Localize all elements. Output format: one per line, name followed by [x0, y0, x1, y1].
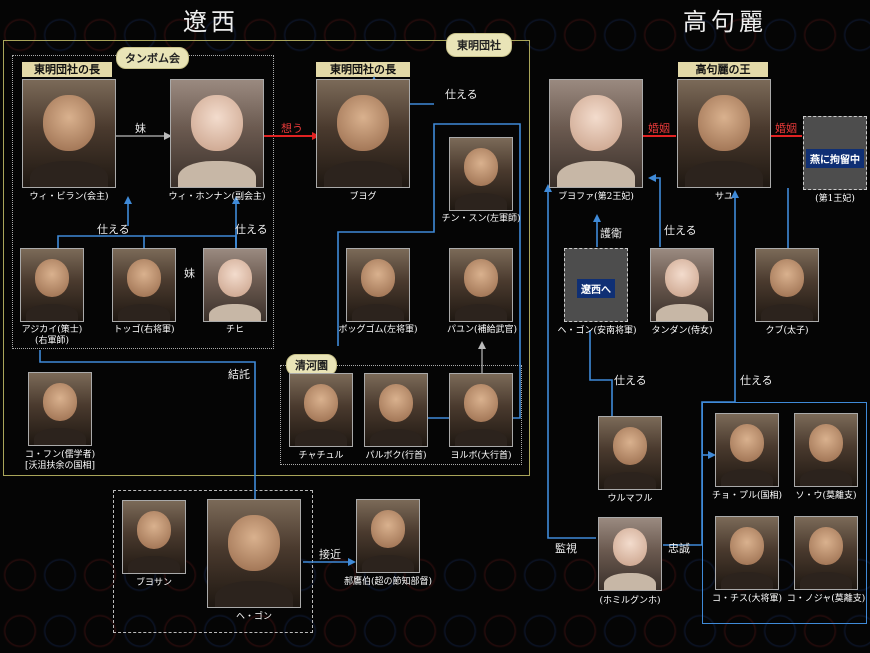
portrait-sou	[794, 413, 858, 487]
detained-label: 燕に拘留中	[806, 149, 864, 168]
caption-kakuyoha: 郝鷹伯(超の節知部督)	[343, 577, 433, 587]
relation-tsukaeru-2: 仕える	[235, 223, 268, 236]
region-title-right: 高句麗	[683, 8, 767, 36]
caption-ajikai: アジカイ(策士)	[21, 325, 83, 335]
portrait-buyofa	[549, 79, 643, 188]
caption-chihi: チヒ	[225, 325, 244, 335]
caption-toggo: トッゴ(右将軍)	[113, 325, 175, 335]
caption-konoja: コ・ノジャ(莫離支)	[786, 594, 866, 604]
caption-urumafuru: ウルマフル	[607, 494, 653, 504]
caption-buyofa: ブヨファ(第2王妃)	[558, 192, 634, 202]
caption-chachuru: チャチュル	[298, 451, 344, 461]
caption-buyogu: ブヨグ	[349, 192, 377, 202]
caption-kochisu: コ・チス(大将軍)	[711, 594, 783, 604]
caption-hegon: ヘ・ゴン	[235, 612, 272, 622]
portrait-tandan	[650, 248, 714, 322]
to-ryosei-label: 遼西へ	[577, 279, 615, 298]
relation-tsukaeru-5: 仕える	[614, 374, 647, 387]
caption-tandan: タンダン(侍女)	[651, 326, 713, 336]
portrait-parubogu	[364, 373, 428, 447]
portrait-hegon	[207, 499, 301, 608]
caption-wihonnan: ウィ・ホンナン(副会主)	[168, 192, 266, 202]
relation-kon-in-2: 婚姻	[775, 122, 797, 135]
portrait-wihonnan	[170, 79, 264, 188]
header-goguryeo-king: 高句麗の王	[678, 62, 768, 77]
portrait-kochisu	[715, 516, 779, 590]
relation-tsukaeru-6: 仕える	[740, 374, 773, 387]
portrait-chopuru	[715, 413, 779, 487]
relation-sekkin: 接近	[319, 548, 341, 561]
group-label-tanbomkai: タンボム会	[116, 47, 189, 69]
relation-tsukaeru-3: 仕える	[445, 88, 478, 101]
portrait-sayu	[677, 79, 771, 188]
portrait-chihi	[203, 248, 267, 322]
header-tomyo-chief-1: 東明団社の長	[22, 62, 112, 77]
relation-goei: 護衛	[600, 227, 622, 240]
portrait-homiru	[598, 517, 662, 591]
portrait-chachuru	[289, 373, 353, 447]
caption-hegon-anan: ヘ・ゴン(安南将軍)	[557, 326, 637, 336]
portrait-ajikai	[20, 248, 84, 322]
caption-kofun: コ・フン(儒学者)	[24, 450, 96, 460]
portrait-kofun	[28, 372, 92, 446]
caption-detained: (第1王妃)	[815, 194, 855, 204]
portrait-konoja	[794, 516, 858, 590]
portrait-wibiran	[22, 79, 116, 188]
caption-buyosan: ブヨサン	[135, 578, 172, 588]
portrait-buyosan	[122, 500, 186, 574]
detained-placeholder: 燕に拘留中	[803, 116, 867, 190]
caption-chopuru: チョ・プル(国相)	[711, 491, 783, 501]
portrait-buyogu	[316, 79, 410, 188]
portrait-boggomu	[346, 248, 410, 322]
region-title-left: 遼西	[183, 8, 239, 36]
relation-sister-1: 妹	[135, 122, 146, 135]
retainers-frame	[702, 402, 867, 624]
caption-homiru: (ホミルグンホ)	[599, 596, 661, 606]
relation-omou: 想う	[281, 122, 303, 135]
portrait-kubu	[755, 248, 819, 322]
caption-yorubo: ヨルボ(大行首)	[450, 451, 512, 461]
portrait-kakuyoha	[356, 499, 420, 573]
relation-sister-2: 妹	[184, 267, 195, 280]
header-tomyo-chief-2: 東明団社の長	[316, 62, 410, 77]
caption-ajikai-2: (右軍師)	[34, 336, 70, 346]
relation-chusei: 忠誠	[668, 542, 690, 555]
caption-parubogu: パルボク(行首)	[365, 451, 427, 461]
portrait-yorubo	[449, 373, 513, 447]
caption-sayu: サユ	[714, 192, 733, 202]
portrait-chinsun	[449, 137, 513, 211]
caption-kofun-2: [沃沮扶余の国相]	[24, 461, 96, 471]
relation-tsukaeru-4: 仕える	[664, 224, 697, 237]
relation-kon-in-1: 婚姻	[648, 122, 670, 135]
relation-tsukaeru-1: 仕える	[97, 223, 130, 236]
caption-kubu: クブ(太子)	[765, 326, 809, 336]
caption-boggomu: ボッグゴム(左将軍)	[338, 325, 418, 335]
relation-kanshi: 監視	[555, 542, 577, 555]
group-label-tomyo: 東明団社	[446, 33, 512, 57]
caption-chinsun: チン・スン(左軍師)	[441, 214, 521, 224]
caption-wibiran: ウィ・ビラン(会主)	[29, 192, 109, 202]
portrait-urumafuru	[598, 416, 662, 490]
seigaen-frame	[280, 365, 522, 465]
tomyo-frame	[3, 40, 530, 476]
relation-ketsutaku: 結託	[228, 368, 250, 381]
to-ryosei-placeholder: 遼西へ	[564, 248, 628, 322]
caption-sou: ソ・ウ(莫離支)	[795, 491, 857, 501]
portrait-payun	[449, 248, 513, 322]
caption-payun: パユン(補給武官)	[446, 325, 518, 335]
portrait-toggo	[112, 248, 176, 322]
